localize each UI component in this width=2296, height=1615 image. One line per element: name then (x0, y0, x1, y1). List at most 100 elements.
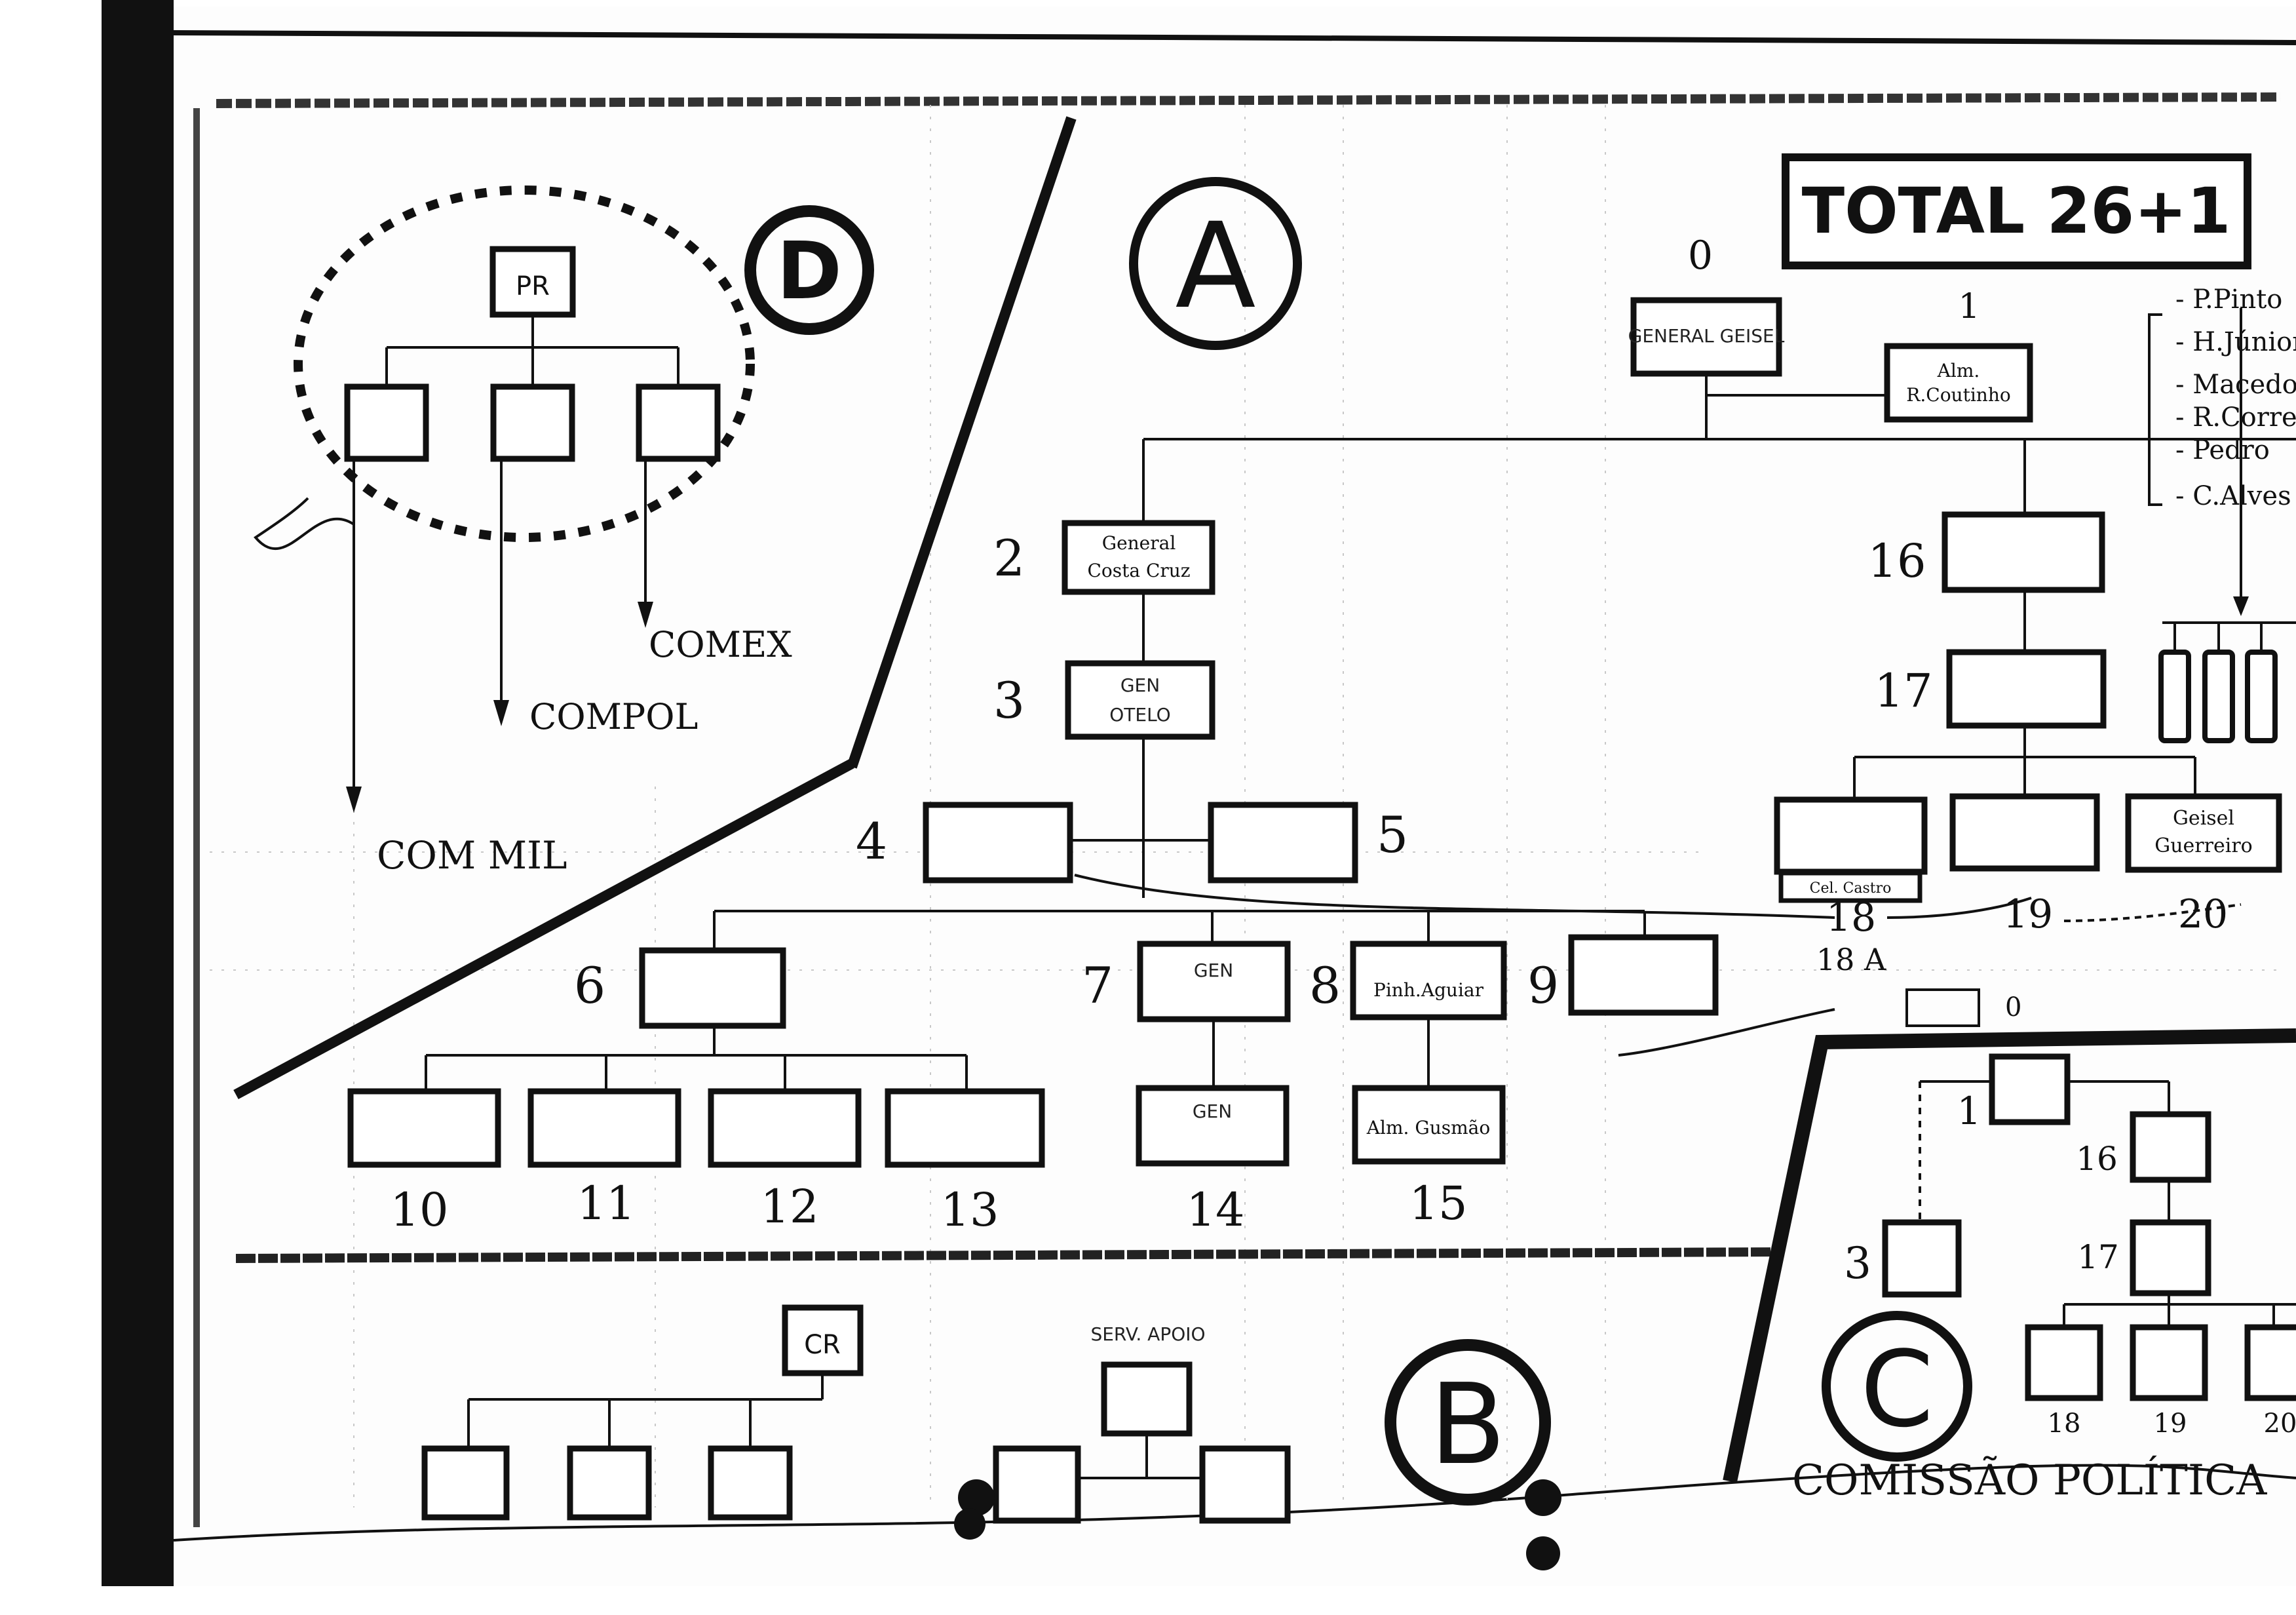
num-4: 4 (856, 812, 887, 870)
bottom-edge-line (173, 1464, 2296, 1542)
section-b-circle (1385, 1339, 1551, 1506)
c-box-20 (2244, 1324, 2296, 1401)
num-18: 18 (1826, 895, 1876, 941)
num-13: 13 (940, 1183, 999, 1237)
box-7-label: GEN (1194, 960, 1233, 981)
box-20-line1: Geisel (2173, 807, 2234, 830)
c-box-1 (1989, 1053, 2071, 1125)
d-box-right (636, 383, 721, 462)
box-8-label: Pinh.Aguiar (1373, 979, 1484, 1001)
serv-apoio-box (1101, 1361, 1193, 1437)
c-num-18: 18 (2048, 1409, 2081, 1439)
num-17: 17 (1874, 664, 1932, 718)
c-num-3: 3 (1844, 1238, 1871, 1289)
thin-connector (1074, 874, 1835, 919)
box-20-line2: Guerreiro (2154, 834, 2252, 857)
box-9 (1568, 934, 1719, 1016)
box-2-line1: General (1102, 532, 1176, 554)
side-name-1: - P.Pinto (2175, 284, 2282, 315)
num-18a: 18 A (1816, 942, 1886, 977)
c-num-16: 16 (2076, 1140, 2118, 1178)
serv-apoio-label: SERV. APOIO (1090, 1323, 1205, 1345)
arrow-commil (346, 787, 362, 813)
side-bracket (2148, 313, 2162, 506)
box-3 (1065, 660, 1215, 740)
total-frame (1782, 153, 2251, 269)
box-13 (885, 1088, 1045, 1168)
box-20 (2125, 793, 2282, 873)
side-name-2: - H.Júnior (2175, 327, 2296, 357)
left-binding-edge (102, 0, 174, 1586)
num-9: 9 (1527, 956, 1559, 1015)
divider-diagonal-upper (847, 116, 1077, 769)
top-inner-border (216, 92, 2281, 108)
section-b-letter: B (1430, 1360, 1506, 1490)
box-18a (1778, 870, 1923, 903)
section-d-letter: D (776, 226, 842, 317)
commil-label: COM MIL (377, 833, 567, 878)
num-11: 11 (577, 1177, 635, 1230)
section-a: A TOTAL 26+1 0 GENERAL GEISEL 1 Alm. R.C… (347, 153, 2296, 1237)
dashed-ellipse (294, 185, 755, 542)
comex-label: COMEX (649, 624, 792, 665)
box-2 (1062, 520, 1215, 595)
num-20: 20 (2178, 891, 2228, 937)
compol-label: COMPOL (529, 696, 698, 737)
box-17 (1946, 649, 2107, 729)
section-c: 0 1 16 17 3 18 19 20 C COMISSÃO POLÍTICA (1723, 988, 2296, 1505)
divider-diagonal-lower (233, 758, 854, 1100)
c-box-3 (1882, 1219, 1962, 1298)
box-7 (1137, 941, 1291, 1022)
num-3: 3 (993, 671, 1025, 730)
num-12: 12 (760, 1180, 818, 1234)
arrow-comex (638, 602, 653, 628)
pr-label: PR (516, 271, 550, 302)
num-10: 10 (390, 1183, 448, 1237)
box-9-scribble (1618, 1008, 1835, 1057)
box-19 (1949, 793, 2100, 872)
c-num-20: 20 (2264, 1409, 2296, 1439)
box-10 (347, 1088, 501, 1168)
box-6 (639, 947, 786, 1029)
num-1: 1 (1958, 287, 1980, 326)
box-0-label: GENERAL GEISEL (1628, 325, 1785, 347)
box-2-line2: Costa Cruz (1087, 560, 1190, 581)
b-box-4 (993, 1445, 1081, 1524)
comissao-politica-label: COMISSÃO POLÍTICA (1792, 1456, 2267, 1505)
arrow-compol (493, 700, 509, 726)
side-name-3: - Macedo (2175, 370, 2296, 400)
c-num-0: 0 (2005, 992, 2021, 1022)
num-2: 2 (993, 529, 1025, 587)
section-c-circle (1822, 1311, 1972, 1462)
side-boxes (2158, 621, 2296, 743)
punch-hole-left (958, 1479, 995, 1516)
top-border (173, 30, 2296, 45)
num-5: 5 (1377, 806, 1408, 864)
box-4 (923, 802, 1073, 884)
num-8: 8 (1309, 956, 1341, 1015)
c-box-0-small (1905, 988, 1980, 1027)
num-6: 6 (574, 956, 605, 1015)
d-box-center (490, 383, 575, 462)
box-18a-label: Cel. Castro (1810, 880, 1892, 897)
side-name-5: - Pedro (2175, 435, 2270, 465)
c-num-19: 19 (2154, 1409, 2187, 1439)
num-14: 14 (1186, 1183, 1244, 1237)
c-box-19 (2130, 1324, 2208, 1401)
c-num-1: 1 (1957, 1089, 1981, 1133)
section-d-circle (744, 205, 874, 335)
box-1-line2: R.Coutinho (1906, 384, 2010, 406)
c-box-16 (2130, 1111, 2211, 1183)
box-15 (1352, 1085, 1506, 1165)
b-box-3 (708, 1445, 793, 1521)
box-18 (1774, 796, 1928, 875)
box-1-line1: Alm. (1937, 360, 1980, 381)
divider-horizontal (235, 1247, 1783, 1263)
num-7: 7 (1082, 956, 1113, 1015)
box-5 (1208, 802, 1358, 884)
section-c-border (1723, 1028, 2296, 1483)
side-name-6: - C.Alves (2175, 481, 2291, 511)
graph-grid (210, 105, 2280, 1508)
box-11 (527, 1088, 681, 1168)
